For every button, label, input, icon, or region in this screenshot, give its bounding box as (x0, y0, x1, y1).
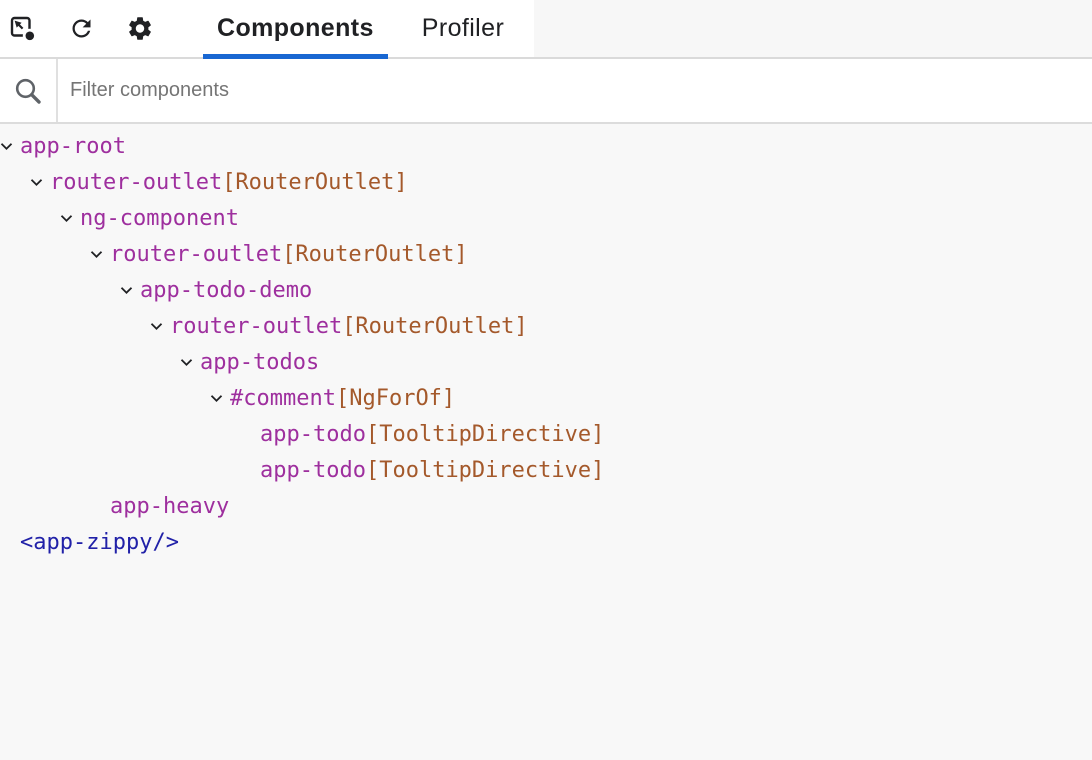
node-name: router-outlet (170, 313, 343, 339)
node-directive: [TooltipDirective] (365, 421, 605, 447)
node-name: app-todo-demo (140, 277, 313, 303)
tree-node[interactable]: router-outlet[RouterOutlet] (0, 308, 1092, 344)
filter-bar (0, 59, 1092, 124)
chevron-down-icon[interactable] (0, 142, 20, 151)
node-name: app-todo (260, 421, 366, 447)
refresh-icon (72, 19, 90, 38)
tab-components[interactable]: Components (203, 0, 388, 59)
settings-button[interactable] (126, 15, 154, 43)
chevron-down-icon[interactable] (180, 358, 200, 367)
node-name: router-outlet (110, 241, 283, 267)
tree-node[interactable]: router-outlet[RouterOutlet] (0, 236, 1092, 272)
chevron-down-icon[interactable] (30, 178, 50, 187)
node-name: app-todos (200, 349, 320, 375)
tab-components-label: Components (217, 14, 374, 42)
node-directive: [RouterOutlet] (222, 169, 408, 195)
node-name: app-root (20, 133, 126, 159)
inspect-element-button[interactable] (8, 15, 36, 43)
node-name: #comment (230, 385, 336, 411)
tree-node[interactable]: #comment[NgForOf] (0, 380, 1092, 416)
tree-node[interactable]: <app-zippy/> (0, 524, 1092, 560)
devtools-toolbar: Components Profiler (0, 0, 1092, 59)
tab-profiler[interactable]: Profiler (408, 0, 518, 57)
active-tab-underline (203, 54, 388, 59)
node-name: <app-zippy/> (20, 529, 179, 555)
tab-bar: Components Profiler (203, 0, 518, 59)
chevron-down-icon[interactable] (90, 250, 110, 259)
chevron-down-icon[interactable] (120, 286, 140, 295)
tree-node[interactable]: app-todo[TooltipDirective] (0, 452, 1092, 488)
chevron-down-icon[interactable] (210, 394, 230, 403)
tree-node[interactable]: app-todo[TooltipDirective] (0, 416, 1092, 452)
tree-node[interactable]: app-root (0, 128, 1092, 164)
tree-node[interactable]: ng-component (0, 200, 1092, 236)
tab-profiler-label: Profiler (421, 14, 505, 42)
chevron-down-icon[interactable] (150, 322, 170, 331)
tree-node[interactable]: app-todos (0, 344, 1092, 380)
search-icon (15, 78, 41, 104)
filter-components-input[interactable] (58, 59, 1092, 122)
node-name: ng-component (80, 205, 239, 231)
refresh-button[interactable] (67, 15, 95, 43)
inspect-element-icon (10, 16, 36, 42)
toolbar-left: Components Profiler (0, 0, 535, 59)
node-directive: [RouterOutlet] (342, 313, 528, 339)
node-directive: [RouterOutlet] (282, 241, 468, 267)
search-icon-box (0, 59, 58, 122)
node-directive: [NgForOf] (335, 385, 456, 411)
tree-node[interactable]: router-outlet[RouterOutlet] (0, 164, 1092, 200)
tree-node[interactable]: app-heavy (0, 488, 1092, 524)
chevron-down-icon[interactable] (60, 214, 80, 223)
node-directive: [TooltipDirective] (365, 457, 605, 483)
gear-icon (129, 17, 151, 40)
node-name: app-todo (260, 457, 366, 483)
node-name: app-heavy (110, 493, 230, 519)
tree-node[interactable]: app-todo-demo (0, 272, 1092, 308)
node-name: router-outlet (50, 169, 223, 195)
